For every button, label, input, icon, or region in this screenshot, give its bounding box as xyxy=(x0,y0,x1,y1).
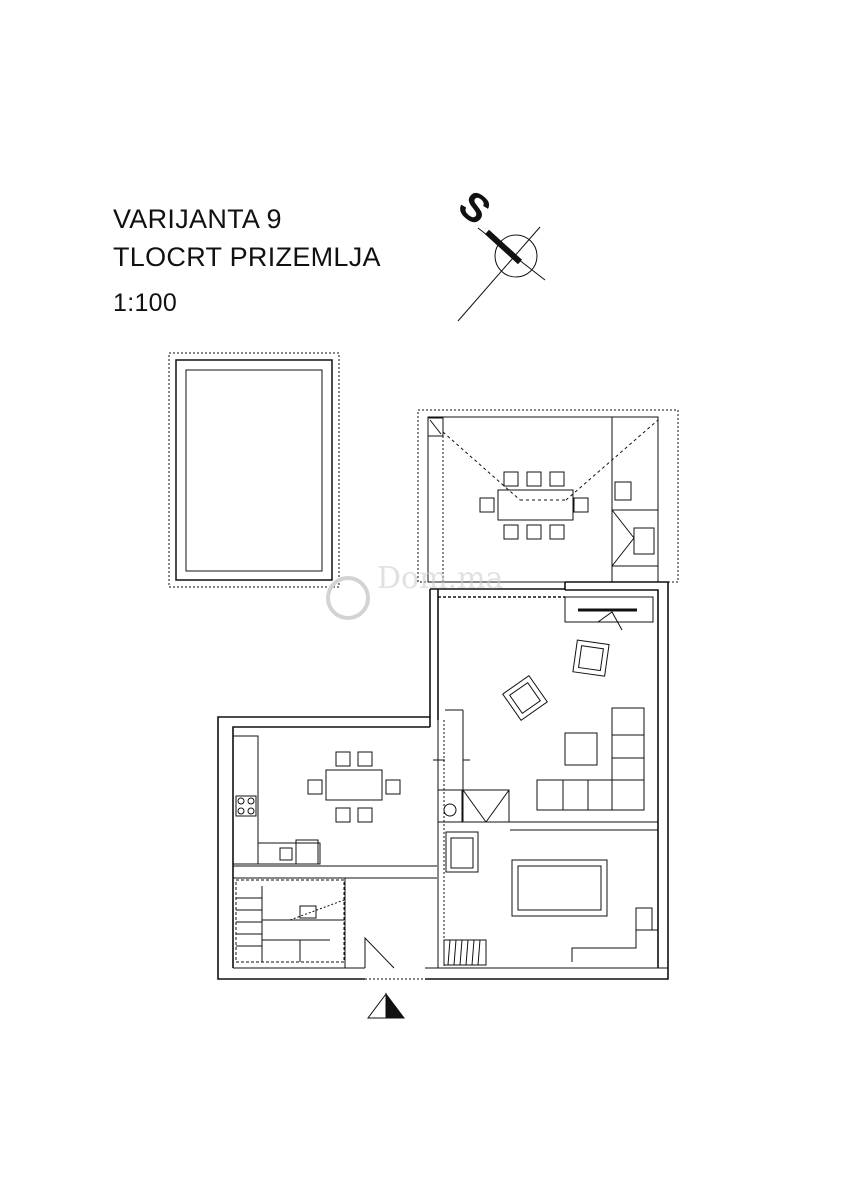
cooktop xyxy=(235,795,257,817)
dining-chair xyxy=(335,751,351,767)
pool-dashed-outline xyxy=(168,352,340,588)
fireplace xyxy=(462,789,510,823)
interior-walls xyxy=(233,709,668,980)
bar-fixture xyxy=(635,907,653,931)
north-arrow-circle xyxy=(494,234,538,278)
pergola-ridge-left xyxy=(442,431,521,501)
radiator-fin xyxy=(465,939,469,966)
terrace-pillar xyxy=(427,417,444,437)
fireplace-mark xyxy=(462,789,487,823)
plan-floor-title: TLOCRT PRIZEMLJA xyxy=(113,242,381,272)
dining-chair xyxy=(357,751,373,767)
outer-wall-east xyxy=(425,581,669,980)
living-room xyxy=(502,596,654,811)
radiator-fin xyxy=(447,939,451,966)
barbecue-hood-right xyxy=(611,537,635,567)
games-room xyxy=(443,831,658,969)
kitchen-counter-south xyxy=(257,842,321,865)
inner-wall-east xyxy=(565,589,659,968)
outdoor-chair xyxy=(573,497,589,513)
entrance-door xyxy=(364,936,395,969)
radiator-fin xyxy=(459,939,463,966)
outdoor-dining-table xyxy=(497,489,574,521)
section-marker-dark xyxy=(385,992,405,1019)
armchair xyxy=(502,675,548,721)
burner xyxy=(237,807,245,815)
outdoor-chair xyxy=(526,524,542,540)
dining-chair xyxy=(385,779,401,795)
pool-table-felt xyxy=(517,865,602,911)
outdoor-chair xyxy=(526,471,542,487)
barbecue xyxy=(611,509,659,567)
outdoor-chair xyxy=(503,524,519,540)
north-arrow-needle xyxy=(484,229,523,265)
kitchen xyxy=(232,735,401,865)
inner-wall-west xyxy=(232,726,430,968)
kitchen-sink xyxy=(279,847,293,861)
outdoor-sink xyxy=(614,481,632,501)
bar-counter xyxy=(571,929,658,962)
north-arrow: S xyxy=(450,183,546,322)
section-marker xyxy=(367,992,405,1019)
tv-view xyxy=(597,611,623,631)
staircase xyxy=(235,879,345,963)
burner xyxy=(237,797,245,805)
north-arrow-axis xyxy=(457,226,541,322)
plan-scale: 1:100 xyxy=(113,289,178,317)
kitchen-counter xyxy=(232,735,259,865)
dining-table xyxy=(325,769,383,801)
dining-chair xyxy=(357,807,373,823)
title-block: VARIJANTA 9 TLOCRT PRIZEMLJA 1:100 xyxy=(113,200,381,322)
north-arrow-letter: S xyxy=(450,183,499,234)
watermark-text: Dom.ma xyxy=(377,561,504,596)
tv-cabinet xyxy=(564,596,654,623)
dining-chair xyxy=(307,779,323,795)
corner-sofa xyxy=(536,707,645,811)
stair-direction xyxy=(289,899,345,921)
stair-outline xyxy=(235,879,345,963)
plan-variant-title: VARIJANTA 9 xyxy=(113,204,282,234)
pool-edge xyxy=(175,359,333,581)
barbecue-hood-left xyxy=(611,509,635,539)
watermark-logo-icon xyxy=(326,576,370,620)
exterior-walls xyxy=(217,581,669,980)
armchair xyxy=(445,831,479,873)
chimney-flue xyxy=(443,803,457,817)
outdoor-chair xyxy=(549,524,565,540)
armchair-seat xyxy=(450,837,474,869)
fireplace-mark xyxy=(485,789,510,823)
pool-water xyxy=(185,369,323,572)
armchair xyxy=(572,639,610,677)
section-marker-light xyxy=(367,992,387,1019)
watermark: Dom.ma xyxy=(326,561,504,620)
outdoor-chair xyxy=(503,471,519,487)
stair-sink xyxy=(299,905,317,919)
pool-table xyxy=(511,859,608,917)
outer-wall-west xyxy=(217,716,430,980)
coffee-table xyxy=(564,732,598,766)
radiator xyxy=(443,939,487,966)
burner xyxy=(247,797,255,805)
chimney xyxy=(437,789,463,823)
terrace-pillar-mark xyxy=(429,419,442,435)
outdoor-chair xyxy=(479,497,495,513)
dining-chair xyxy=(335,807,351,823)
burner xyxy=(247,807,255,815)
outdoor-chair xyxy=(549,471,565,487)
pool xyxy=(168,352,340,588)
terrace-roof-outline xyxy=(417,409,679,583)
terrace xyxy=(417,409,679,583)
barbecue-grill xyxy=(633,527,655,555)
appliance xyxy=(295,839,319,865)
radiator-fin xyxy=(471,939,475,966)
radiator-fin xyxy=(453,939,457,966)
radiator-fin xyxy=(477,939,481,966)
